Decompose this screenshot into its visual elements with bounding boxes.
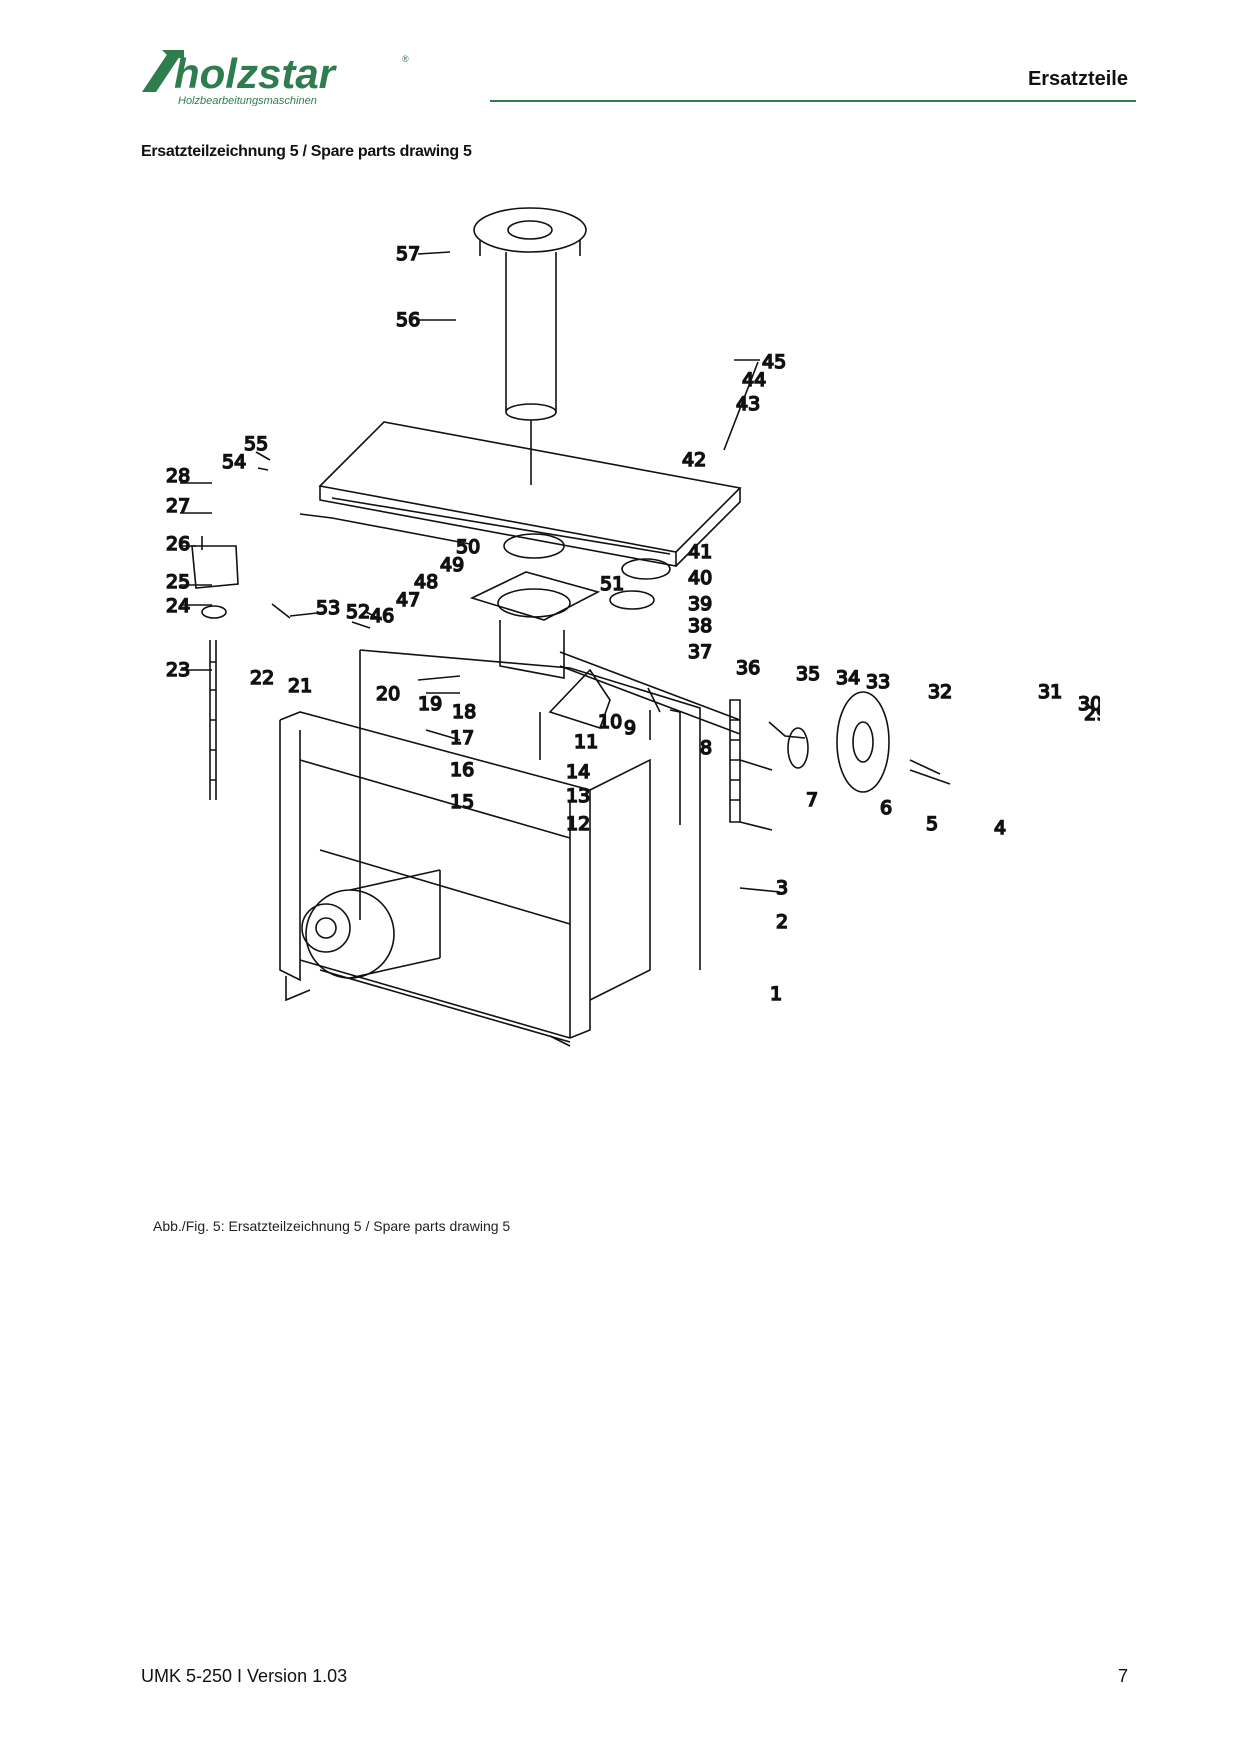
part-label: 15 xyxy=(450,791,474,813)
part-label: 56 xyxy=(396,309,420,331)
part-label: 35 xyxy=(796,663,820,685)
part-label: 50 xyxy=(456,536,480,558)
part-label: 27 xyxy=(166,495,190,517)
part-label: 33 xyxy=(866,671,890,693)
part-label: 7 xyxy=(806,789,818,811)
part-label: 38 xyxy=(688,615,712,637)
part-label: 37 xyxy=(688,641,712,663)
svg-text:®: ® xyxy=(402,54,409,64)
part-label: 2 xyxy=(776,911,788,933)
part-label: 32 xyxy=(928,681,952,703)
part-label: 8 xyxy=(700,737,712,759)
part-label: 6 xyxy=(880,797,892,819)
part-label: 21 xyxy=(288,675,312,697)
part-label: 43 xyxy=(736,393,760,415)
part-label: 5 xyxy=(926,813,938,835)
part-label: 10 xyxy=(598,711,622,733)
part-label: 28 xyxy=(166,465,190,487)
part-label: 17 xyxy=(450,727,474,749)
part-label: 22 xyxy=(250,667,274,689)
exploded-parts-drawing: 57 56 45 44 43 42 55 54 28 27 26 25 24 2… xyxy=(165,207,1100,1047)
part-label: 18 xyxy=(452,701,476,723)
part-label: 19 xyxy=(418,693,442,715)
part-label: 36 xyxy=(736,657,760,679)
part-label: 53 xyxy=(316,597,340,619)
part-label: 39 xyxy=(688,593,712,615)
part-label: 40 xyxy=(688,567,712,589)
part-label: 31 xyxy=(1038,681,1062,703)
part-label: 3 xyxy=(776,877,788,899)
header-divider xyxy=(490,100,1136,102)
part-label: 16 xyxy=(450,759,474,781)
part-label: 11 xyxy=(574,731,598,753)
part-label: 42 xyxy=(682,449,706,471)
holzstar-logo: holzstar ® Holzbearbeitungsmaschinen xyxy=(142,50,409,106)
part-label: 34 xyxy=(836,667,860,689)
part-label: 55 xyxy=(244,433,268,455)
part-label: 12 xyxy=(566,813,590,835)
part-label: 44 xyxy=(742,369,766,391)
part-label: 4 xyxy=(994,817,1006,839)
svg-text:Holzbearbeitungsmaschinen: Holzbearbeitungsmaschinen xyxy=(178,95,317,106)
part-label: 23 xyxy=(166,659,190,681)
drawing-title: Ersatzteilzeichnung 5 / Spare parts draw… xyxy=(141,143,472,160)
section-title: Ersatzteile xyxy=(1027,68,1128,90)
document-version: UMK 5-250 I Version 1.03 xyxy=(141,1666,348,1686)
part-label: 48 xyxy=(414,571,438,593)
part-label: 29 xyxy=(1084,703,1100,725)
part-label: 46 xyxy=(370,605,394,627)
part-label: 1 xyxy=(770,983,782,1005)
svg-text:holzstar: holzstar xyxy=(174,50,338,97)
part-label: 52 xyxy=(346,601,370,623)
part-label: 30 xyxy=(1078,693,1100,715)
part-label: 9 xyxy=(624,717,636,739)
part-label: 54 xyxy=(222,451,246,473)
part-label: 20 xyxy=(376,683,400,705)
part-label: 57 xyxy=(396,243,420,265)
part-label: 14 xyxy=(566,761,590,783)
part-label: 51 xyxy=(600,573,624,595)
page-number: 7 xyxy=(1117,1666,1128,1686)
part-label: 41 xyxy=(688,541,712,563)
figure-caption: Abb./Fig. 5: Ersatzteilzeichnung 5 / Spa… xyxy=(153,1218,511,1234)
part-label: 24 xyxy=(166,595,190,617)
part-label: 47 xyxy=(396,589,420,611)
part-label: 13 xyxy=(566,785,590,807)
part-label: 49 xyxy=(440,554,464,576)
part-label: 45 xyxy=(762,351,786,373)
part-label: 26 xyxy=(166,533,190,555)
part-label: 25 xyxy=(166,571,190,593)
